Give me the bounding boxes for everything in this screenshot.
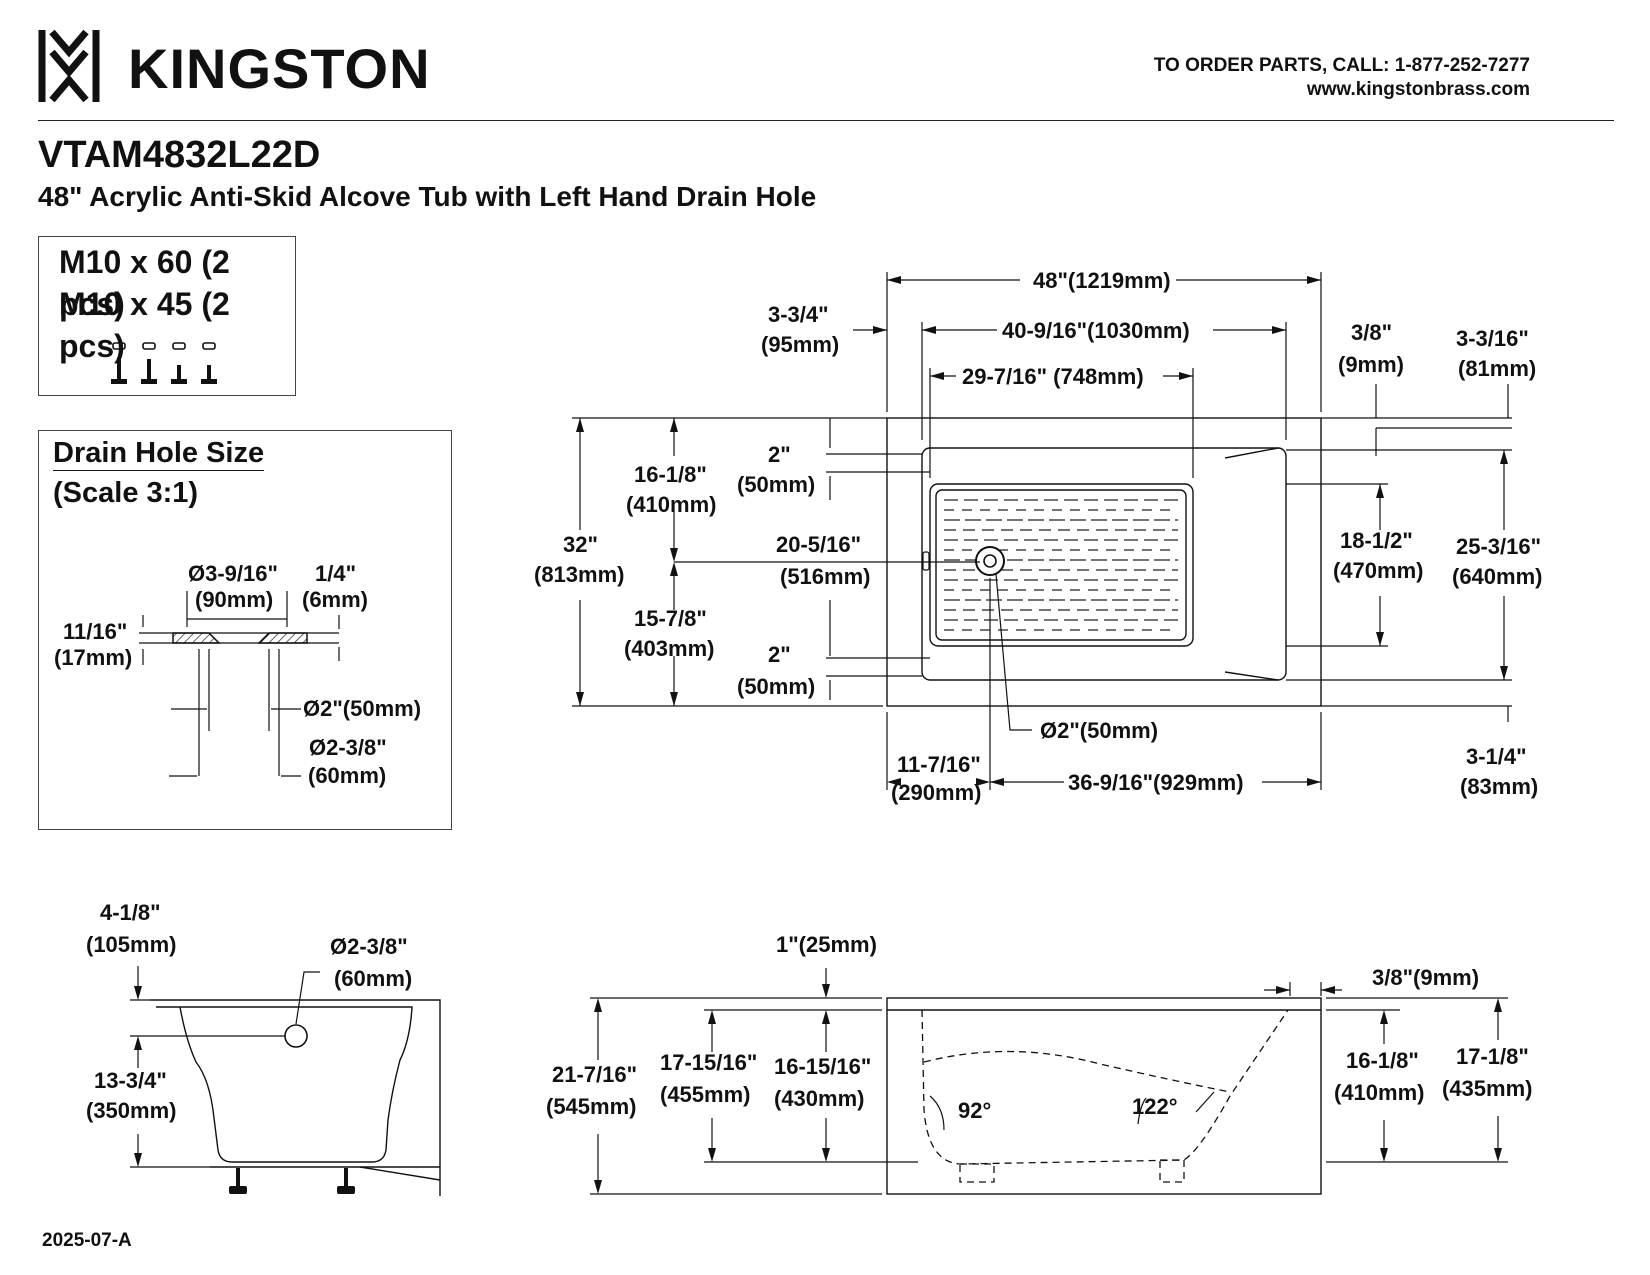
drain-hole-scale: (Scale 3:1) bbox=[53, 477, 199, 509]
overall-length: 48"(1219mm) bbox=[1033, 268, 1171, 293]
basin-width-mm: (470mm) bbox=[1333, 558, 1423, 583]
overflow-height: 13-3/4" bbox=[94, 1068, 167, 1093]
order-info: TO ORDER PARTS, CALL: 1-877-252-7277 www… bbox=[1154, 54, 1530, 102]
side-view-hidden-lines bbox=[921, 1009, 1289, 1183]
drain-thickness: 1/4" bbox=[315, 561, 356, 586]
overall-width: 32" bbox=[563, 532, 598, 557]
deck-width: 25-3/16" bbox=[1456, 534, 1541, 559]
website-link[interactable]: www.kingstonbrass.com bbox=[1306, 79, 1530, 100]
drain-diameter: Ø2"(50mm) bbox=[1040, 718, 1158, 743]
basin-length: 29-7/16" (748mm) bbox=[962, 364, 1144, 389]
model-number: VTAM4832L22D bbox=[38, 134, 321, 176]
total-height: 21-7/16" bbox=[552, 1062, 637, 1087]
drain-height-mm: (17mm) bbox=[54, 645, 132, 670]
top-flange: 3/8" bbox=[1351, 320, 1392, 345]
rim-bottom-mm: (50mm) bbox=[737, 674, 815, 699]
end-view-dimension-lines bbox=[130, 966, 320, 1168]
deck-width-mm: (640mm) bbox=[1452, 564, 1542, 589]
drain-pipe-dia: Ø2-3/8" bbox=[309, 735, 387, 760]
front-depth: 16-1/8" bbox=[1346, 1048, 1419, 1073]
back-to-drain: 16-1/8" bbox=[634, 462, 707, 487]
hardware-line-2: M10 x 45 (2 pcs) bbox=[59, 286, 230, 364]
drain-height: 11/16" bbox=[63, 619, 127, 644]
drain-to-right: 36-9/16"(929mm) bbox=[1068, 770, 1244, 795]
drain-thickness-mm: (6mm) bbox=[302, 587, 368, 612]
revision-code: 2025-07-A bbox=[42, 1230, 132, 1251]
overflow-top: 4-1/8" bbox=[100, 900, 161, 925]
back-offset-mm: (81mm) bbox=[1458, 356, 1536, 381]
front-depth-mm: (410mm) bbox=[1334, 1080, 1424, 1105]
product-description: 48" Acrylic Anti-Skid Alcove Tub with Le… bbox=[38, 181, 817, 212]
front-height-mm: (435mm) bbox=[1442, 1076, 1532, 1101]
overflow-dia: Ø2-3/8" bbox=[330, 934, 408, 959]
inner-width: 20-5/16" bbox=[776, 532, 861, 557]
front-height: 17-1/8" bbox=[1456, 1044, 1529, 1069]
leveling-feet-icon bbox=[111, 342, 217, 384]
top-view-dimension-lines bbox=[572, 272, 1512, 790]
inner-width-mm: (516mm) bbox=[780, 564, 870, 589]
inner-height-mm: (455mm) bbox=[660, 1082, 750, 1107]
drain-hole-title: Drain Hole Size bbox=[53, 437, 265, 471]
lip-thickness: 3/8"(9mm) bbox=[1372, 965, 1479, 990]
angle-left: 92° bbox=[958, 1098, 991, 1123]
drain-inner-dia: Ø2"(50mm) bbox=[303, 696, 421, 721]
inner-height: 17-15/16" bbox=[660, 1050, 757, 1075]
top-flange-mm: (9mm) bbox=[1338, 352, 1404, 377]
front-offset-mm: (83mm) bbox=[1460, 774, 1538, 799]
back-offset: 3-3/16" bbox=[1456, 326, 1529, 351]
kingston-logo-icon bbox=[38, 29, 100, 103]
drain-hole-box: Drain Hole Size (Scale 3:1) Ø3-9/16" (90… bbox=[38, 430, 452, 830]
hardware-line-1: M10 x 60 (2 pcs) bbox=[59, 244, 230, 322]
drain-hole-section-drawing: Ø3-9/16" (90mm) 1/4" (6mm) 11/16" (17mm)… bbox=[54, 561, 421, 788]
water-depth-mm: (430mm) bbox=[774, 1086, 864, 1111]
hardware-box: M10 x 60 (2 pcs) M10 x 45 (2 pcs) bbox=[38, 236, 296, 396]
water-depth: 16-15/16" bbox=[774, 1054, 871, 1079]
inner-length: 40-9/16"(1030mm) bbox=[1002, 318, 1190, 343]
rim-thickness: 1"(25mm) bbox=[776, 932, 877, 957]
overflow-dia-mm: (60mm) bbox=[334, 966, 412, 991]
top-view-arrowheads bbox=[576, 276, 1508, 786]
anti-skid-pattern bbox=[944, 499, 1178, 631]
drain-from-left-mm: (290mm) bbox=[891, 780, 981, 805]
end-view-outline bbox=[150, 999, 441, 1196]
basin-width: 18-1/2" bbox=[1340, 528, 1413, 553]
rim-bottom: 2" bbox=[768, 642, 791, 667]
overflow-icon bbox=[922, 551, 930, 571]
front-to-drain-mm: (403mm) bbox=[624, 636, 714, 661]
order-parts-phone: TO ORDER PARTS, CALL: 1-877-252-7277 bbox=[1153, 55, 1530, 76]
overall-width-mm: (813mm) bbox=[534, 562, 624, 587]
back-to-drain-mm: (410mm) bbox=[626, 492, 716, 517]
front-to-drain: 15-7/8" bbox=[634, 606, 707, 631]
drain-outer-dia: Ø3-9/16" bbox=[188, 561, 278, 586]
total-height-mm: (545mm) bbox=[546, 1094, 636, 1119]
side-view-outline bbox=[886, 997, 1322, 1195]
drain-outer-dia-mm: (90mm) bbox=[195, 587, 273, 612]
overflow-height-mm: (350mm) bbox=[86, 1098, 176, 1123]
left-flange: 3-3/4" bbox=[768, 302, 829, 327]
rim-top-mm: (50mm) bbox=[737, 472, 815, 497]
drain-pipe-dia-mm: (60mm) bbox=[308, 763, 386, 788]
left-flange-mm: (95mm) bbox=[761, 332, 839, 357]
drain-from-left: 11-7/16" bbox=[897, 752, 981, 777]
angle-right: 122° bbox=[1132, 1094, 1178, 1119]
header-divider bbox=[38, 120, 1614, 121]
brand-name: KINGSTON bbox=[128, 37, 431, 100]
overflow-hole-icon bbox=[284, 1024, 308, 1048]
rim-top: 2" bbox=[768, 442, 791, 467]
end-view-feet bbox=[229, 1168, 355, 1194]
front-offset: 3-1/4" bbox=[1466, 744, 1527, 769]
overflow-top-mm: (105mm) bbox=[86, 932, 176, 957]
